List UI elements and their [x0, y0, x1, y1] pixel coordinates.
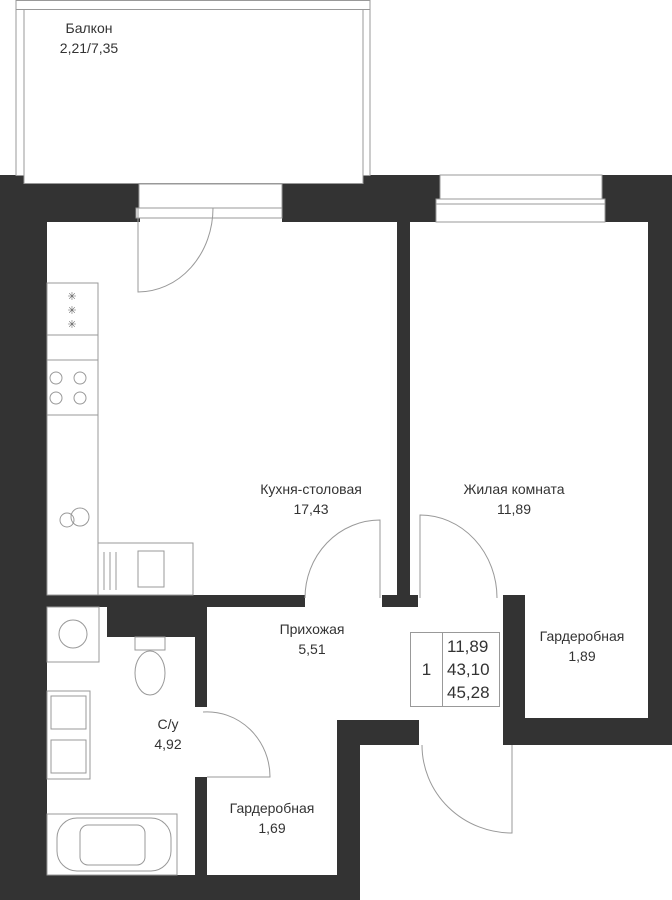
- bathroom-door[interactable]: [202, 711, 271, 778]
- room-name: Прихожая: [279, 621, 345, 637]
- room-label-living: Жилая комната 11,89: [463, 479, 564, 519]
- room-label-hallway: Прихожая 5,51: [280, 619, 345, 659]
- bathroom-fixtures: [46, 606, 178, 876]
- cooktop: [46, 359, 99, 416]
- kitchen-door[interactable]: [304, 519, 381, 599]
- balcony-outline: [15, 0, 371, 184]
- svg-text:✳: ✳: [67, 305, 76, 317]
- room-name: Балкон: [65, 20, 113, 36]
- hood-symbol: ✳: [67, 291, 76, 303]
- room-name: Гардеробная: [539, 628, 625, 644]
- area-with-balcony: 45,28: [447, 683, 490, 702]
- room-area: 11,89: [497, 501, 531, 517]
- sink-1: [50, 695, 87, 730]
- washing-machine: [46, 606, 100, 663]
- room-label-balcony: Балкон 2,21/7,35: [60, 18, 118, 58]
- room-label-bathroom: С/у 4,92: [154, 714, 181, 754]
- room-area: 17,43: [293, 501, 329, 517]
- room-name: С/у: [157, 716, 179, 732]
- total-area: 43,10: [447, 660, 490, 679]
- room-area: 4,92: [154, 736, 182, 752]
- svg-text:✳: ✳: [67, 319, 76, 331]
- room-name: Кухня-столовая: [260, 481, 362, 497]
- walls: [0, 175, 672, 900]
- hood: [46, 282, 99, 336]
- balcony-door[interactable]: [137, 207, 214, 293]
- room-area: 1,89: [568, 648, 596, 664]
- sink: [97, 542, 194, 596]
- toilet-tank: [134, 636, 166, 651]
- living-area: 11,89: [447, 637, 489, 656]
- area-summary-box: 1 11,89 43,10 45,28: [410, 632, 500, 707]
- toilet: [134, 650, 166, 696]
- room-area: 2,21/7,35: [59, 40, 119, 56]
- room-label-kitchen: Кухня-столовая 17,43: [260, 479, 362, 519]
- bathtub: [46, 813, 178, 876]
- room-label-wardrobe-1: Гардеробная 1,89: [540, 626, 625, 666]
- room-area: 5,51: [298, 641, 326, 657]
- room-label-wardrobe-2: Гардеробная 1,69: [230, 798, 315, 838]
- balcony-door-frame: [135, 183, 283, 219]
- rooms-count: 1: [411, 633, 443, 706]
- living-door[interactable]: [419, 514, 498, 599]
- sink-2: [50, 739, 87, 774]
- entrance-door[interactable]: [421, 744, 513, 834]
- window: [435, 174, 606, 223]
- room-name: Гардеробная: [229, 800, 315, 816]
- kitchen-furniture: [46, 282, 194, 596]
- room-area: 1,69: [258, 820, 286, 836]
- doors: [137, 207, 513, 834]
- room-name: Жилая комната: [463, 481, 565, 497]
